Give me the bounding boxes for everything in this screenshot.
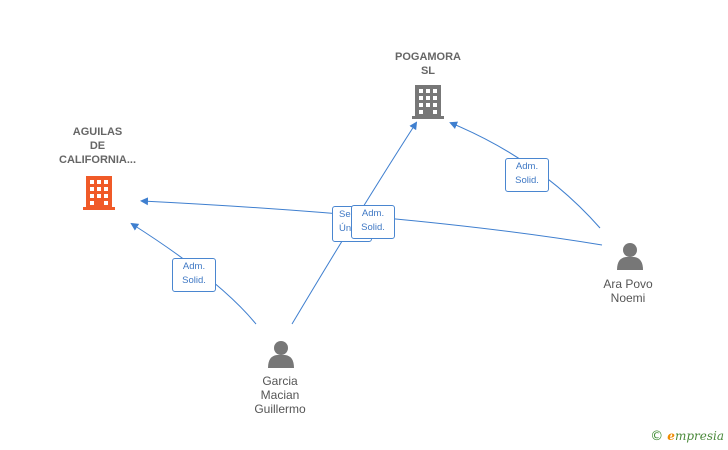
person-label-garcia[interactable]: Garcia Macian Guillermo [254, 374, 306, 416]
person-label-ara[interactable]: Ara Povo Noemi [603, 277, 653, 305]
person-icon[interactable] [617, 243, 643, 270]
company-label-aguilas[interactable]: AGUILAS DE CALIFORNIA... [59, 126, 136, 166]
company-label-pogamora[interactable]: POGAMORA SL [395, 51, 461, 77]
brand-logo: ©empresia [650, 429, 724, 444]
edge-label-garcia-aguilas[interactable]: Adm. Solid. [172, 258, 216, 292]
edge-ara-aguilas [140, 197, 603, 246]
edge-label-ara-pogamora[interactable]: Adm. Solid. [505, 158, 549, 192]
brand-initial: e [667, 429, 675, 443]
copyright-icon: © [650, 429, 664, 444]
person-icon[interactable] [268, 341, 294, 368]
edge-label-ara-aguilas[interactable]: Adm. Solid. [351, 205, 395, 239]
building-icon[interactable] [412, 85, 444, 119]
building-icon[interactable] [83, 176, 115, 210]
brand-name: mpresia [674, 429, 724, 443]
